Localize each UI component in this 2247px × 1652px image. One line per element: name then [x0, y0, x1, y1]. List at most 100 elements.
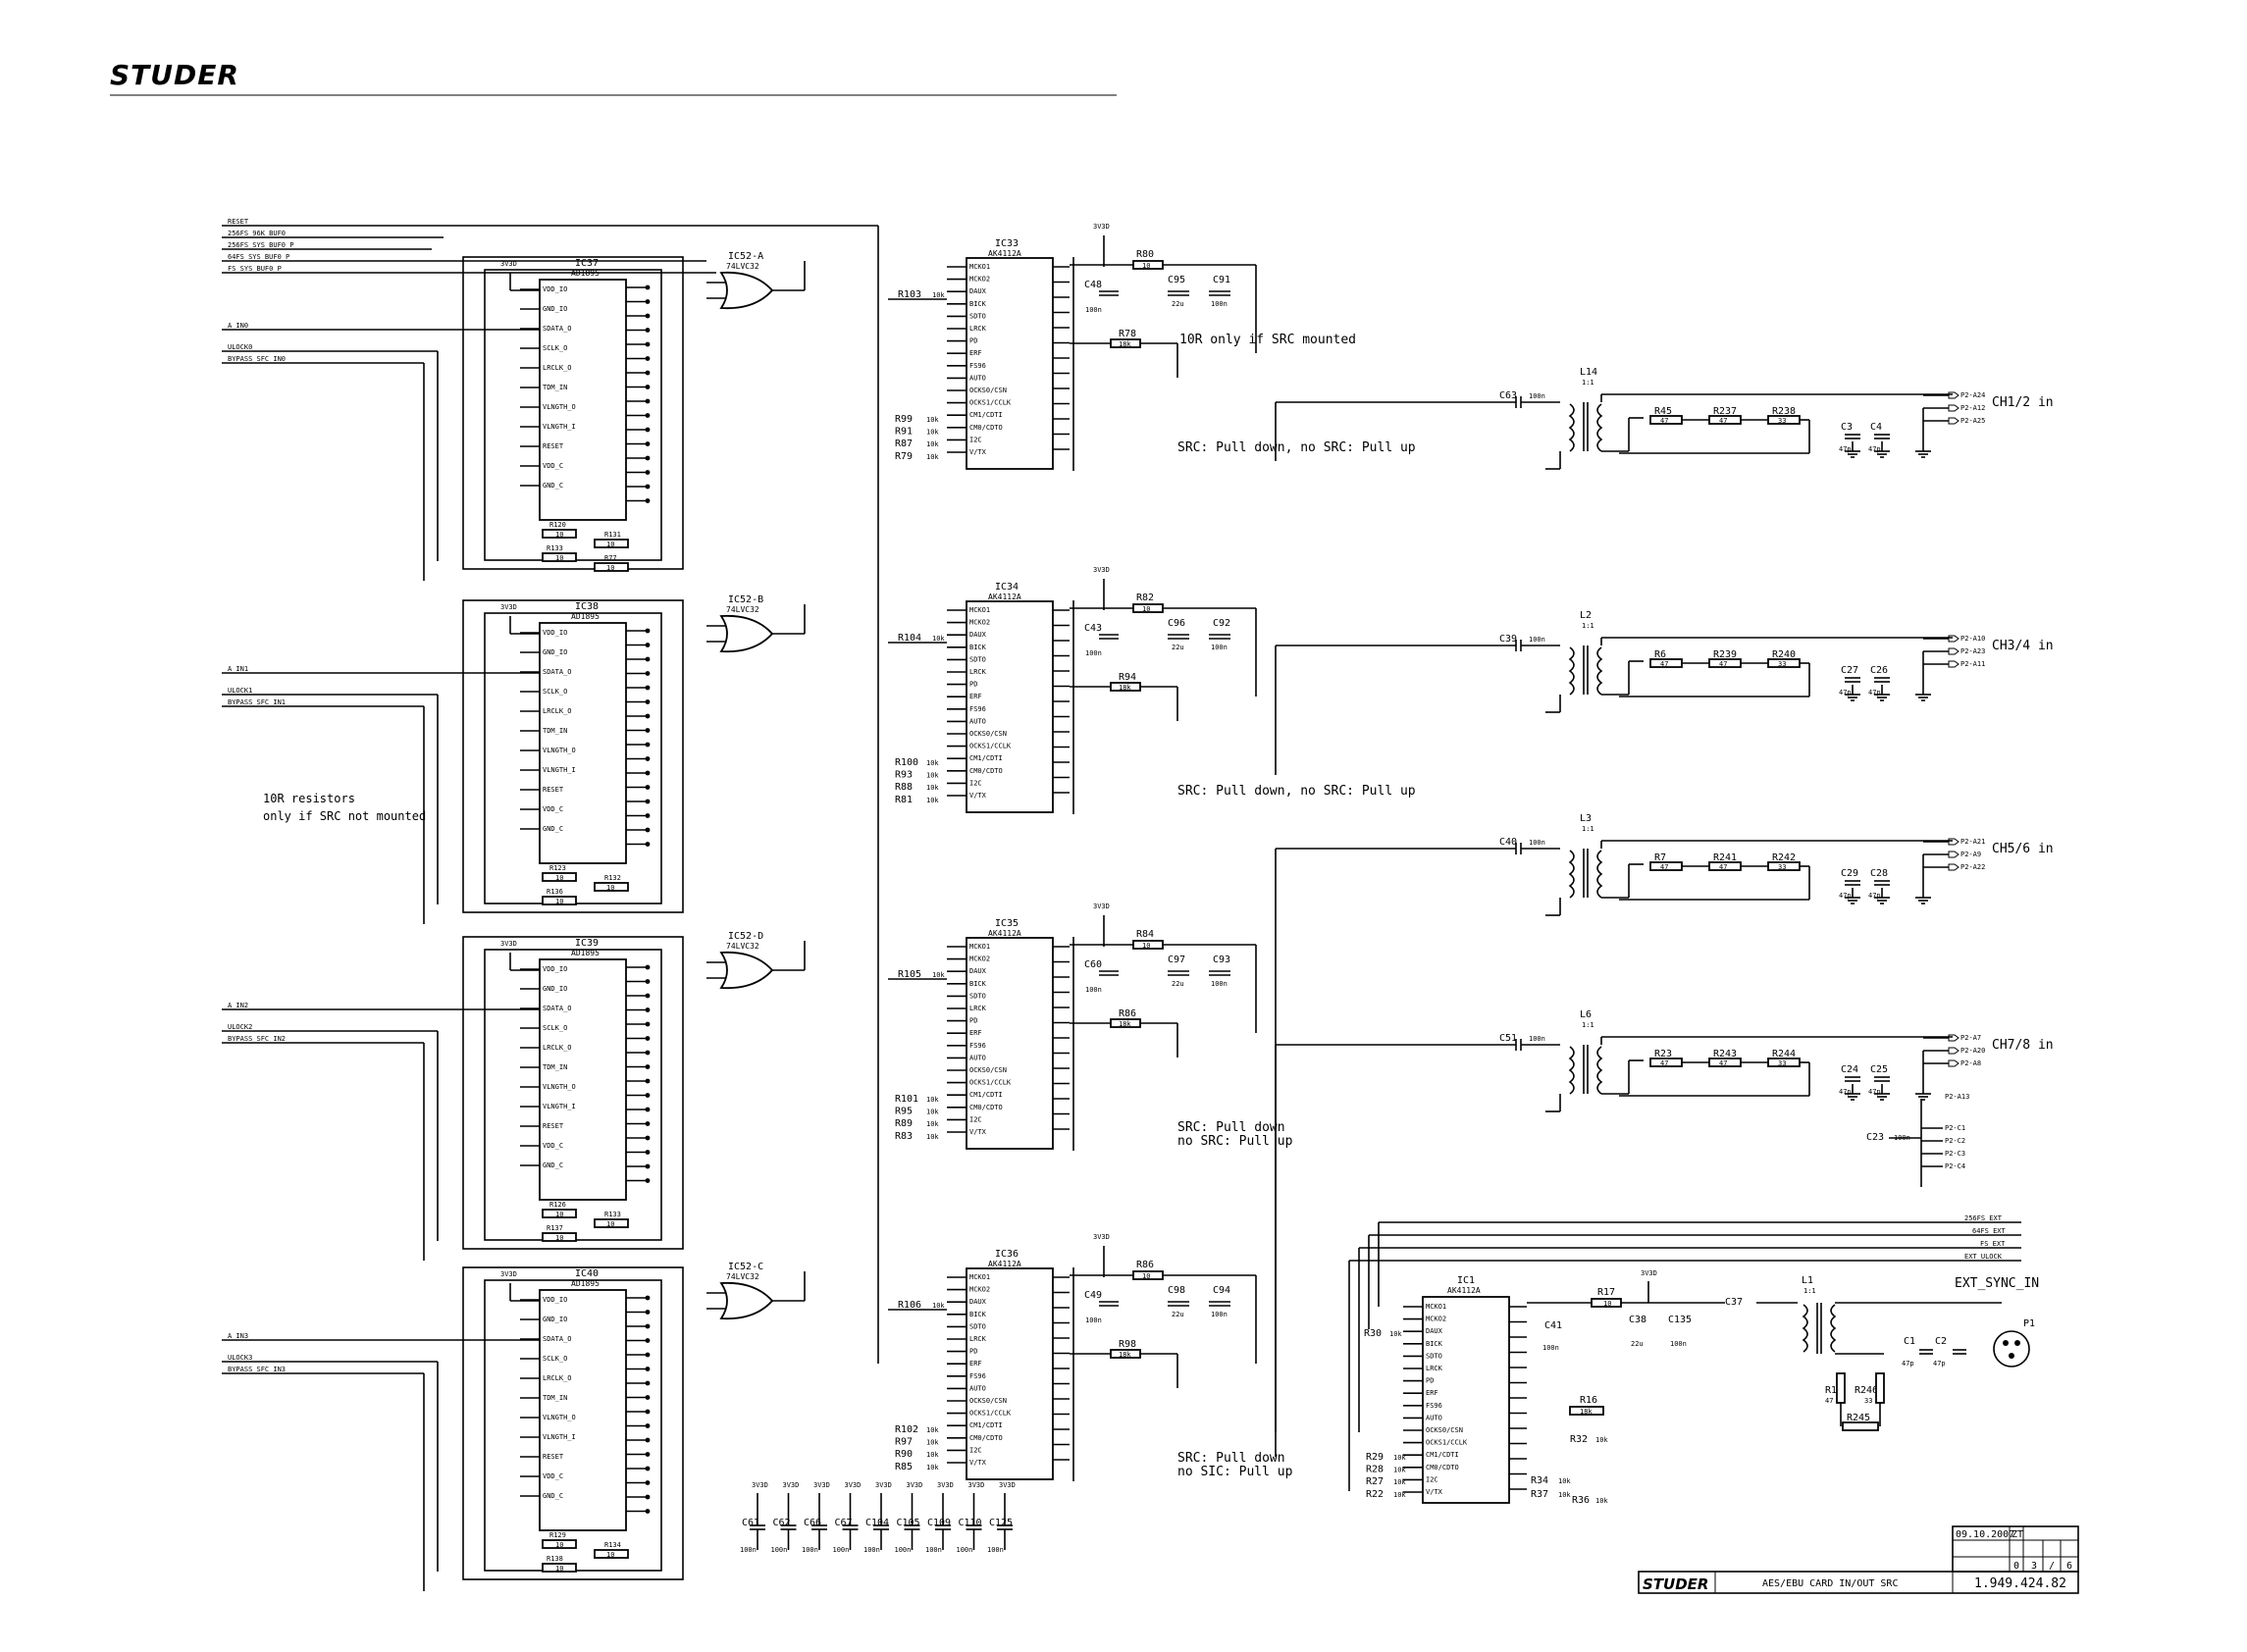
rx-pin-left: BICK	[969, 644, 987, 651]
rout-ref: R238	[1772, 406, 1796, 417]
or-gate	[719, 614, 774, 653]
rout-ref: R6	[1654, 649, 1666, 660]
src-ic-part: AD1895	[571, 269, 600, 278]
rx-pin-left: PD	[969, 337, 977, 345]
rx-pin-left: LRCK	[969, 325, 987, 333]
rx-r-left: R103	[898, 289, 921, 300]
rout-val: 47	[1660, 863, 1668, 871]
rx-c-b-val: 22u	[1172, 1311, 1184, 1318]
rx-c-a: C48	[1084, 280, 1102, 290]
ext-r17-val: 10	[1603, 1300, 1611, 1308]
bypass-cap-val: 100n	[863, 1546, 880, 1554]
rx-c-c: C93	[1213, 955, 1230, 965]
net-ulock: ULOCK0	[228, 343, 252, 351]
rx-pin-left: MCKO1	[969, 943, 990, 951]
rout-val: 47	[1719, 863, 1727, 871]
channel-label: CH5/6 in	[1992, 842, 2054, 856]
rx-r-top-val: 10	[1142, 605, 1150, 613]
bypass-cap-val: 100n	[925, 1546, 942, 1554]
src-pin-left: VDD_IO	[543, 1296, 567, 1304]
bypass-supply: 3V3D	[845, 1481, 862, 1489]
ext-pin-left: CM1/CDTI	[1426, 1451, 1459, 1459]
or-gate	[719, 1281, 774, 1320]
ext-net-fs: FS_EXT	[1980, 1240, 2006, 1248]
or-gate-part: 74LVC32	[726, 1272, 759, 1281]
rx-r-col: R99	[895, 414, 913, 425]
src-rb: R133	[604, 1211, 621, 1218]
rx-pin-left: MCKO1	[969, 606, 990, 614]
rout-val: 47	[1719, 1059, 1727, 1067]
cin-val: 100n	[1529, 839, 1545, 847]
rx-note: SRC: Pull down, no SRC: Pull up	[1177, 440, 1416, 455]
rx-c-b-val: 22u	[1172, 300, 1184, 308]
rx-r-col: R85	[895, 1462, 913, 1472]
rx-r-col-val: 10k	[926, 440, 939, 448]
ext-r16: R16	[1580, 1395, 1597, 1406]
channel-label: CH3/4 in	[1992, 639, 2054, 653]
ext-c41: C41	[1544, 1320, 1562, 1331]
channel-label: CH1/2 in	[1992, 395, 2054, 410]
conn-pin: P2-A25	[1960, 417, 1985, 425]
src-ic-body	[539, 958, 627, 1201]
ext-r32: R32	[1570, 1434, 1588, 1445]
rx-pin-left: OCKS1/CCLK	[969, 1079, 1012, 1087]
rx-ic-body	[966, 937, 1054, 1150]
gnd-pin-a13: P2-A13	[1945, 1093, 1969, 1101]
rx-c-a-val: 100n	[1085, 306, 1102, 314]
rx-r-col: R97	[895, 1437, 913, 1448]
src-pin-left: GND_IO	[543, 1316, 567, 1323]
net-a-in: A_IN0	[228, 322, 248, 330]
conn-pin: P2-A11	[1960, 660, 1985, 668]
rout-ref: R244	[1772, 1049, 1796, 1059]
rx-pin-left: V/TX	[969, 1128, 987, 1136]
bypass-cap-val: 100n	[771, 1546, 788, 1554]
xfmr-ratio: 1:1	[1582, 379, 1594, 387]
rx-c-a: C49	[1084, 1290, 1102, 1301]
rx-r-col: R91	[895, 427, 913, 438]
src-ic-body	[539, 1289, 627, 1531]
rx-r-col-val: 10k	[926, 1464, 939, 1471]
ext-pin-left: I2C	[1426, 1475, 1438, 1483]
conn-pin: P2-A24	[1960, 391, 1985, 399]
rout-ref: R7	[1654, 852, 1666, 863]
rout-ref: R45	[1654, 406, 1672, 417]
src-pin-left: VLNGTH_I	[543, 766, 576, 774]
src-pin-left: RESET	[543, 786, 564, 794]
title-block: 09.10.2007 ZT 0 3 / 6 STUDER AES/EBU CAR…	[1638, 1525, 2079, 1594]
src-pin-left: RESET	[543, 1453, 564, 1461]
src-pin-left: TDM_IN	[543, 1394, 567, 1402]
cout-b: C28	[1870, 868, 1888, 879]
rx-supply: 3V3D	[1093, 223, 1110, 231]
rx-pin-left: OCKS1/CCLK	[969, 743, 1012, 750]
conn-pin: P2-A7	[1960, 1034, 1981, 1042]
cin-ref: C39	[1499, 634, 1517, 645]
ext-r30: R30	[1364, 1328, 1382, 1339]
cout-b: C25	[1870, 1064, 1888, 1075]
rx-c-c: C94	[1213, 1285, 1230, 1296]
rx-ic-ref: IC33	[995, 238, 1019, 249]
bypass-cap-val: 100n	[802, 1546, 818, 1554]
rx-pin-left: MCKO2	[969, 619, 990, 627]
rout-val: 47	[1719, 417, 1727, 425]
src-pin-left: SDATA_O	[543, 1005, 572, 1012]
rx-pin-left: OCKS1/CCLK	[969, 399, 1012, 407]
ext-l1-ratio: 1:1	[1803, 1287, 1816, 1295]
rx-pin-left: LRCK	[969, 1335, 987, 1343]
bypass-cap-val: 100n	[895, 1546, 912, 1554]
rx-pin-left: OCKS0/CSN	[969, 1066, 1007, 1074]
src-pin-left: VLNGTH_O	[543, 1083, 576, 1091]
ext-r30-val: 10k	[1389, 1330, 1402, 1338]
rx-c-b: C97	[1168, 955, 1185, 965]
bypass-cap-val: 100n	[833, 1546, 850, 1554]
rx-r-col: R79	[895, 451, 913, 462]
src-ra-val: 10	[555, 531, 563, 539]
rx-pin-left: SDTO	[969, 992, 986, 1000]
src-ic-ref: IC38	[575, 601, 599, 612]
ext-r37: R37	[1531, 1489, 1548, 1500]
rx-r-col: R83	[895, 1131, 913, 1142]
src-rb: R131	[604, 531, 621, 539]
xfmr-ratio: 1:1	[1582, 622, 1594, 630]
ext-net-256fs: 256FS_EXT	[1964, 1214, 2003, 1222]
ext-r-col-val: 10k	[1393, 1491, 1406, 1499]
ext-pin-left: MCKO1	[1426, 1303, 1446, 1311]
